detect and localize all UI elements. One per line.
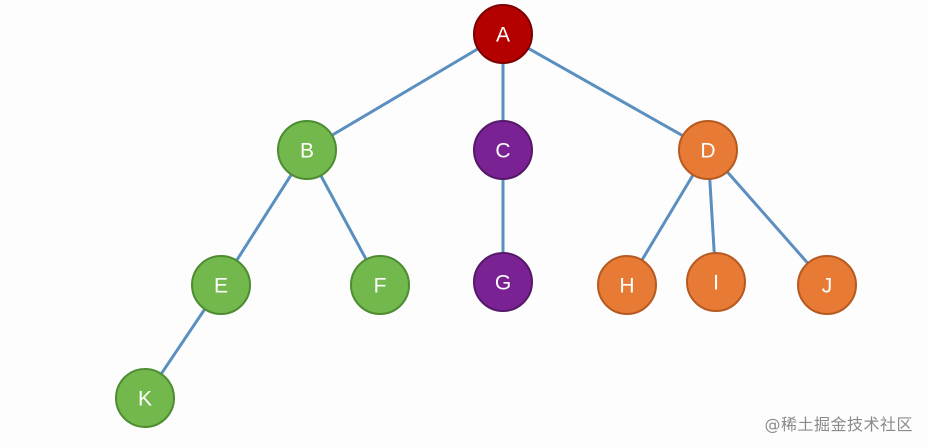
edge-B-F: [319, 174, 368, 261]
node-label-B: B: [300, 140, 314, 163]
edge-E-K: [159, 307, 207, 376]
edge-D-I: [708, 177, 716, 255]
node-circle-A: [473, 4, 533, 64]
node-circle-G: [473, 252, 533, 312]
node-circle-F: [350, 255, 410, 315]
node-label-K: K: [138, 388, 152, 411]
edge-B-E: [235, 172, 293, 263]
node-K: K: [115, 368, 175, 428]
node-label-E: E: [214, 275, 228, 298]
node-circle-B: [277, 120, 337, 180]
node-B: B: [277, 120, 337, 180]
node-label-D: D: [700, 140, 715, 163]
node-G: G: [473, 252, 533, 312]
node-circle-J: [797, 255, 857, 315]
node-circle-C: [473, 120, 533, 180]
node-E: E: [191, 255, 251, 315]
edges-layer: [159, 46, 810, 376]
node-circle-E: [191, 255, 251, 315]
edge-D-J: [725, 170, 810, 265]
node-label-C: C: [495, 140, 510, 163]
node-H: H: [597, 255, 657, 315]
node-label-J: J: [822, 275, 833, 298]
nodes-layer: A B C D E F G H I J K: [115, 4, 857, 428]
node-F: F: [350, 255, 410, 315]
node-circle-K: [115, 368, 175, 428]
node-circle-D: [678, 120, 738, 180]
node-label-F: F: [374, 275, 387, 298]
node-J: J: [797, 255, 857, 315]
node-circle-H: [597, 255, 657, 315]
node-label-H: H: [619, 275, 634, 298]
node-D: D: [678, 120, 738, 180]
edge-D-H: [640, 173, 695, 262]
watermark: @稀土掘金技术社区: [764, 415, 913, 434]
node-circle-I: [686, 252, 746, 312]
node-label-I: I: [713, 272, 719, 295]
node-I: I: [686, 252, 746, 312]
node-label-G: G: [495, 272, 511, 295]
node-C: C: [473, 120, 533, 180]
edge-A-B: [330, 47, 480, 137]
node-A: A: [473, 4, 533, 64]
node-label-A: A: [496, 24, 510, 47]
edge-A-D: [526, 46, 685, 138]
